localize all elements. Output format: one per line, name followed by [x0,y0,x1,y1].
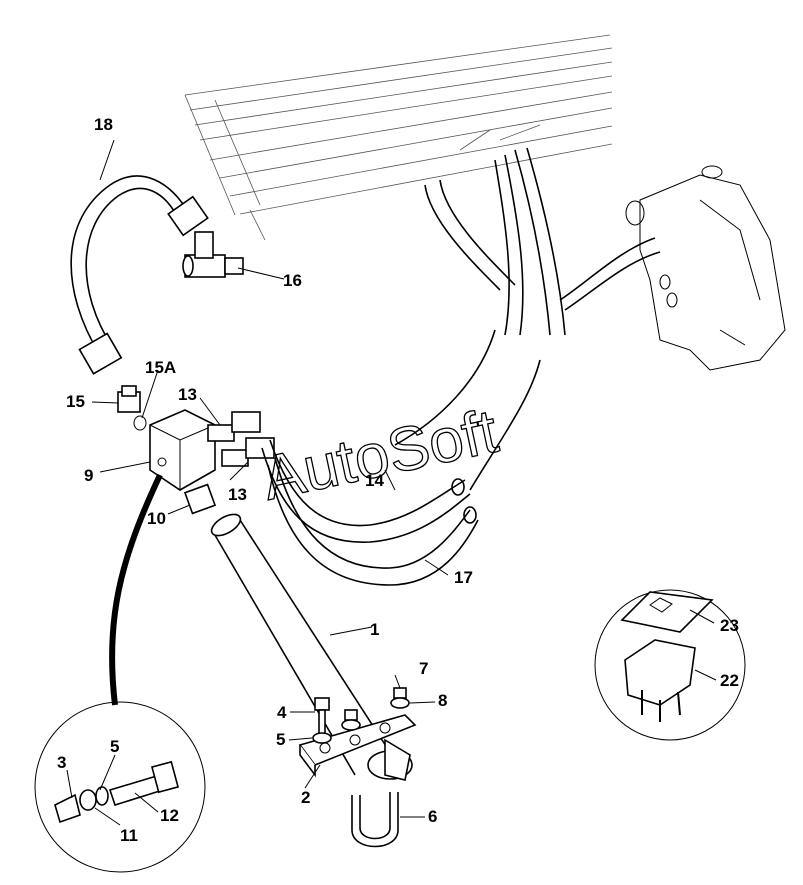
pipe-to-detail [109,473,163,706]
label-23: 23 [720,616,739,635]
fittings-13 [207,411,275,467]
fitting-10 [183,483,217,515]
label-9: 9 [84,466,93,485]
label-2: 2 [301,788,310,807]
leader-lines [66,139,717,826]
label-22: 22 [720,671,739,690]
label-17: 17 [454,568,473,587]
nut-7-washer-8 [341,687,410,731]
tee-fitting-16 [182,231,244,278]
control-valve [625,165,786,371]
bolt-4 [312,697,332,744]
part-labels: 1 2 3 4 5 5 6 7 8 9 10 11 12 13 13 14 15… [57,115,739,845]
manifold-block-9 [149,409,216,491]
label-10: 10 [147,509,166,528]
upper-hoses [424,147,661,336]
label-15: 15 [66,392,85,411]
hoses-14-17 [261,329,541,586]
label-5-bracket: 5 [276,730,285,749]
cylinder-1 [210,513,413,781]
label-4: 4 [277,703,287,722]
label-11: 11 [120,826,138,845]
label-18: 18 [94,115,113,134]
detail-circle-hardware [34,701,206,873]
label-12: 12 [160,806,179,825]
hose-18 [70,175,209,375]
label-15a: 15A [145,358,176,377]
roll-cage-frame [184,34,613,241]
label-1: 1 [370,620,379,639]
label-13-lower: 13 [228,485,247,504]
label-6: 6 [428,807,437,826]
detail-circle-switch [594,589,746,741]
label-3: 3 [57,753,66,772]
label-16: 16 [283,271,302,290]
label-14: 14 [365,471,384,490]
label-8: 8 [438,691,447,710]
label-13-upper: 13 [178,385,197,404]
label-7: 7 [419,659,428,678]
label-5-detail: 5 [110,737,119,756]
u-bolt-6 [351,792,399,848]
fitting-15 [117,385,147,431]
